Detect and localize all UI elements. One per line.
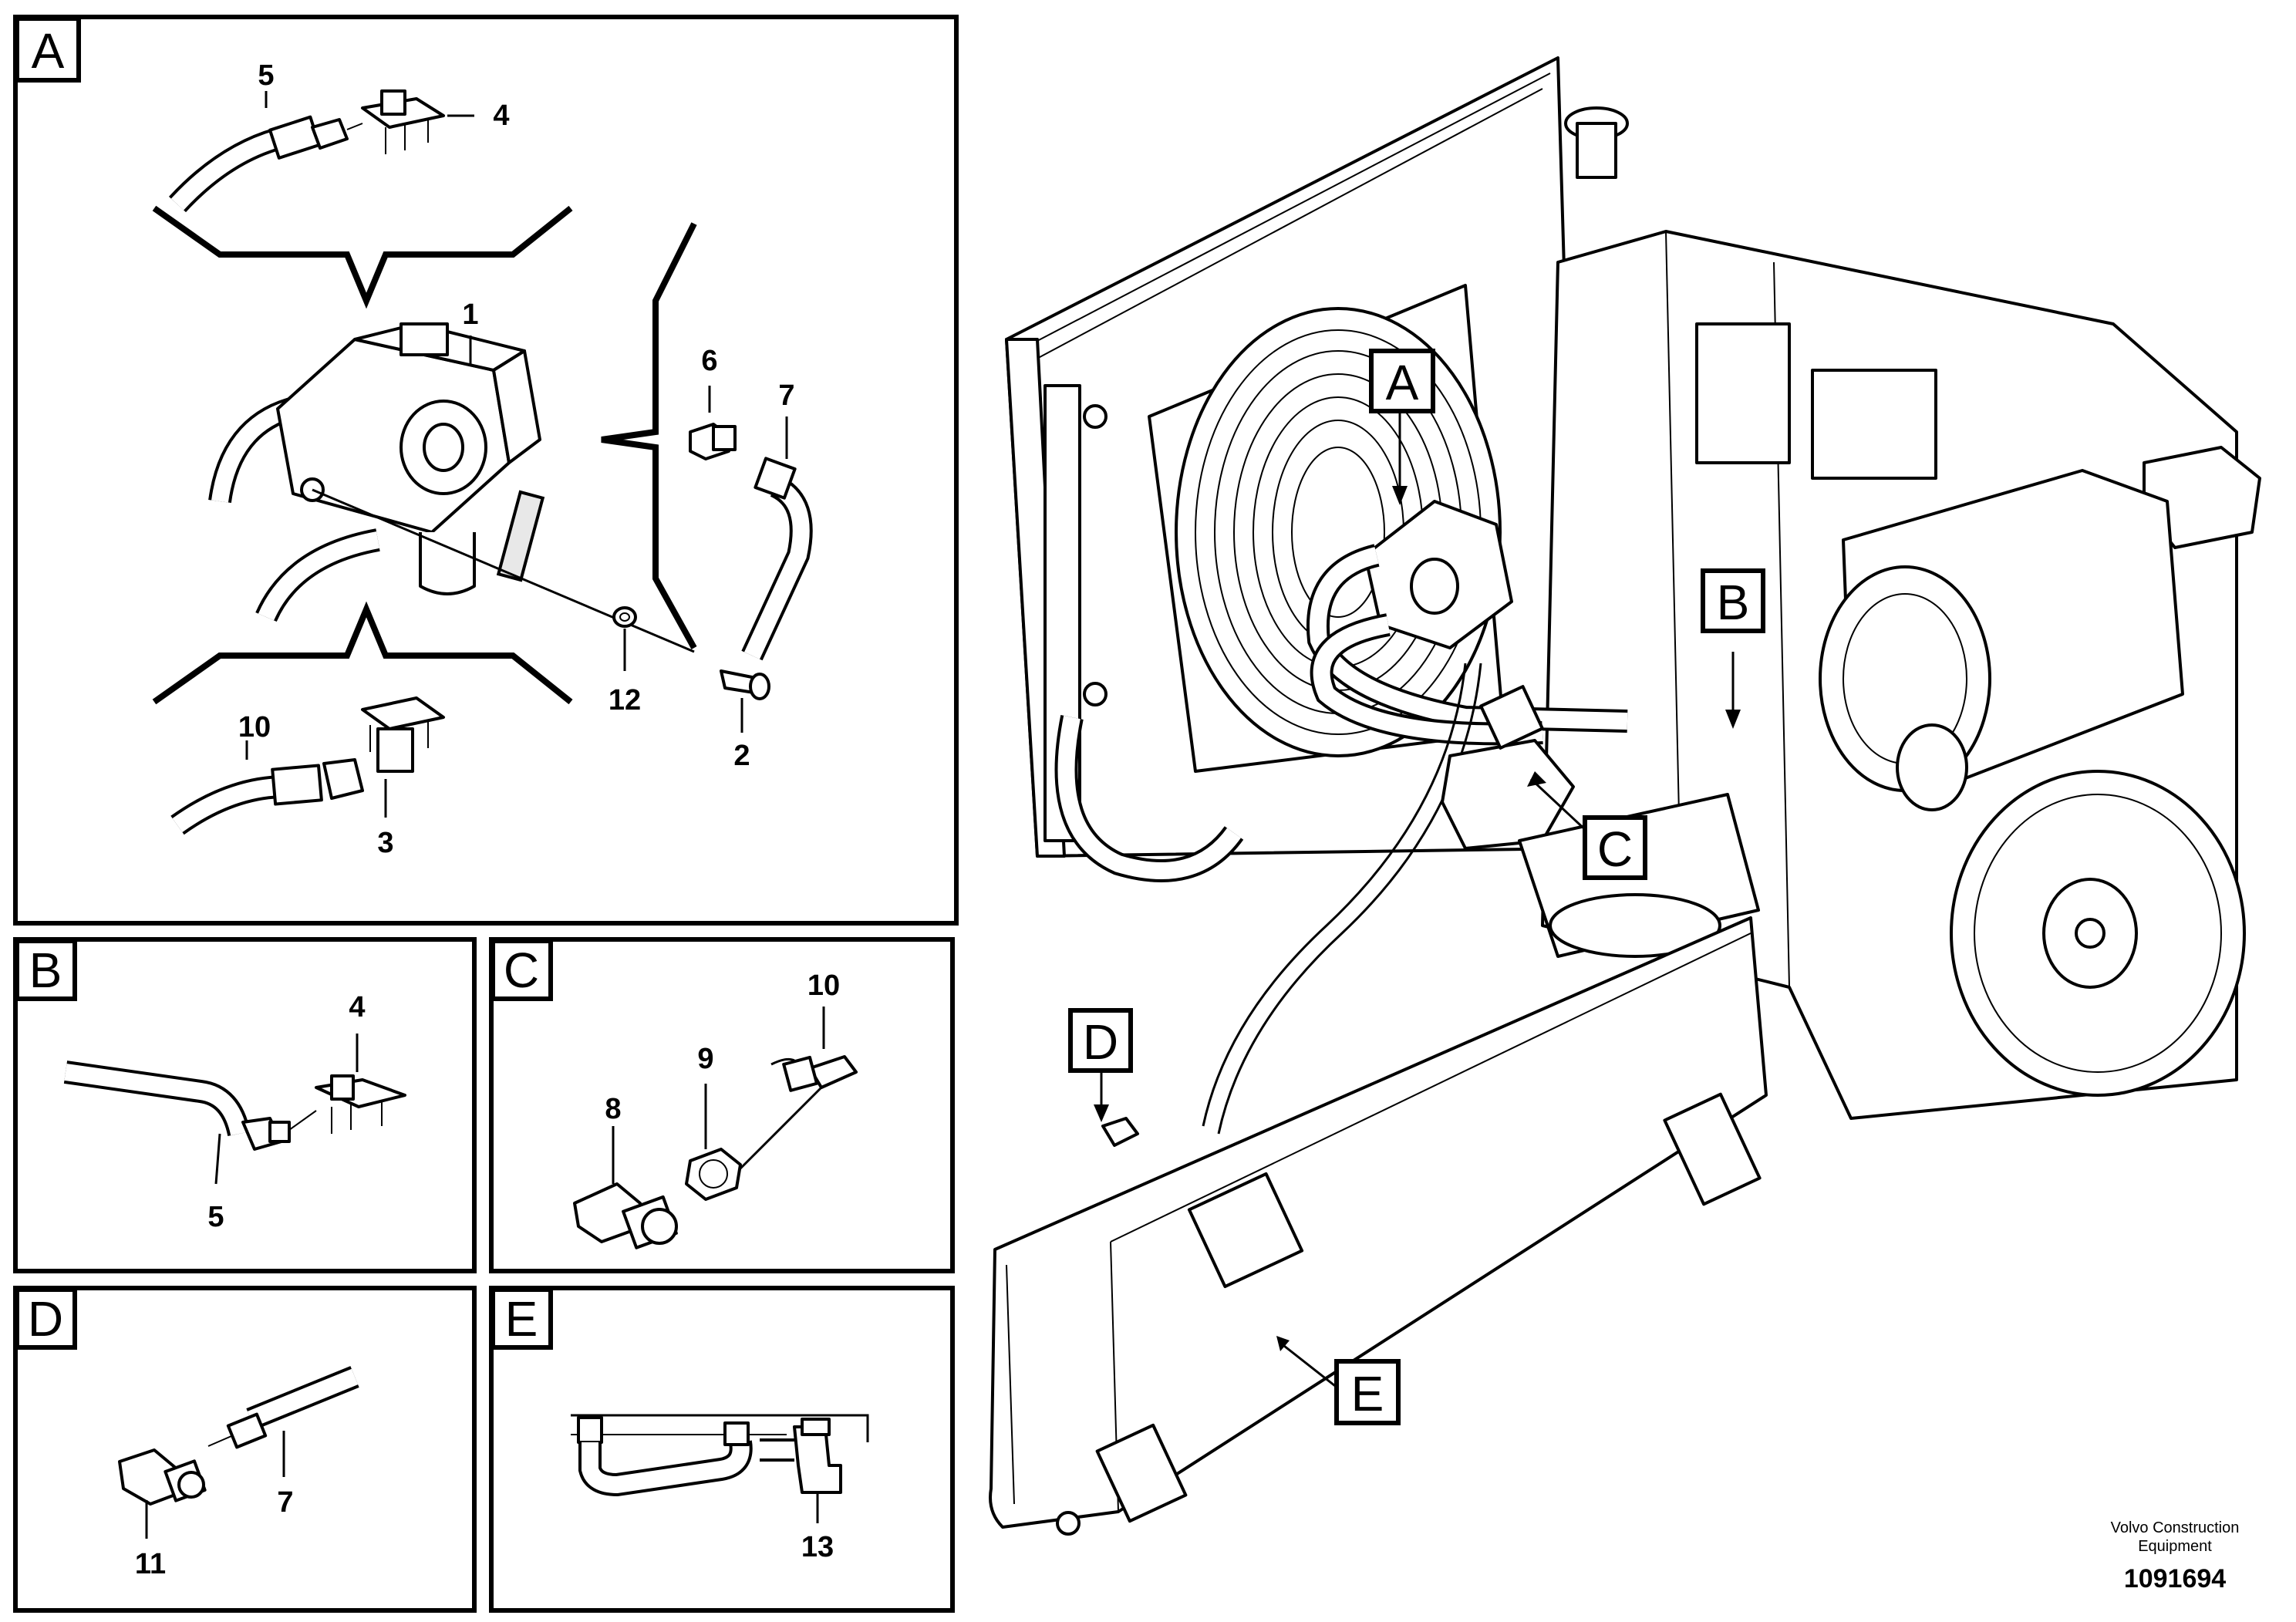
panel-b: B 4 5 — [13, 937, 477, 1273]
panel-e-label: E — [505, 1291, 538, 1347]
part-number-12: 12 — [609, 684, 641, 717]
part-number-2: 2 — [733, 740, 750, 772]
part-number-6: 6 — [701, 345, 717, 377]
part-number-10: 10 — [238, 711, 271, 744]
part-number-7-d: 7 — [277, 1486, 293, 1519]
callout-a: A — [1386, 355, 1419, 410]
part-number-8: 8 — [605, 1093, 621, 1125]
callout-b: B — [1717, 575, 1750, 630]
part-number-5-b: 5 — [207, 1201, 224, 1233]
drawing-footer: Volvo Construction Equipment 1091694 — [2111, 1519, 2240, 1593]
part-number-3: 3 — [377, 827, 393, 859]
panel-c: C 8 9 10 — [489, 937, 955, 1273]
part-number-11: 11 — [135, 1548, 166, 1580]
panel-c-label: C — [504, 943, 539, 998]
part-number-4: 4 — [493, 99, 509, 132]
part-number-1: 1 — [462, 298, 478, 331]
part-number-10-c: 10 — [807, 969, 840, 1002]
brand-line-1: Volvo Construction — [2111, 1519, 2240, 1536]
callout-e: E — [1351, 1366, 1384, 1421]
panel-a-label: A — [32, 23, 65, 79]
panel-d-label: D — [28, 1291, 63, 1347]
part-number-5: 5 — [258, 59, 274, 92]
panel-b-label: B — [29, 943, 62, 998]
callout-d: D — [1083, 1014, 1118, 1070]
panel-d: D 11 7 — [13, 1286, 477, 1613]
pump-assembly — [208, 322, 695, 653]
callout-c: C — [1597, 821, 1633, 877]
brand-line-2: Equipment — [2138, 1538, 2212, 1555]
part-number-4-b: 4 — [349, 991, 365, 1023]
part-number-9: 9 — [697, 1043, 713, 1075]
engine-overview: A B C D E — [989, 56, 2261, 1536]
drawing-number: 1091694 — [2124, 1564, 2226, 1593]
panel-e: E 13 — [489, 1286, 955, 1613]
panel-a: A — [13, 15, 959, 926]
part-number-7: 7 — [778, 379, 794, 412]
hose-5-detail — [168, 89, 474, 213]
part-number-13: 13 — [801, 1531, 834, 1563]
